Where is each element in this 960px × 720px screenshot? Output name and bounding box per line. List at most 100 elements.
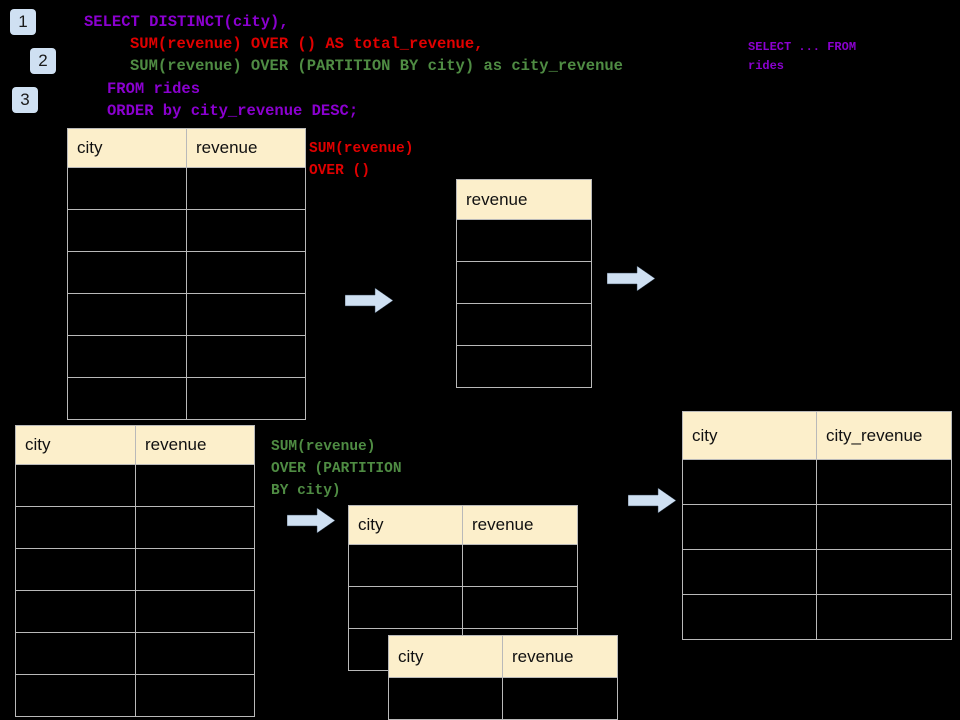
column-header-revenue: revenue <box>186 128 306 168</box>
table-cell[interactable] <box>186 209 306 252</box>
table-row[interactable] <box>15 632 255 675</box>
table-cell[interactable] <box>67 377 187 420</box>
arrow-source-to-partition <box>287 507 336 534</box>
table-cell[interactable] <box>135 590 255 633</box>
table-row[interactable] <box>456 345 592 388</box>
table-row[interactable] <box>456 261 592 304</box>
sql-line-total: SUM(revenue) OVER () AS total_revenue, <box>130 35 484 53</box>
table-cell[interactable] <box>682 594 817 640</box>
column-header-revenue: revenue <box>462 505 578 545</box>
column-header-revenue: revenue <box>456 179 592 220</box>
table-cell[interactable] <box>186 377 306 420</box>
table-row[interactable] <box>67 335 306 378</box>
table-cell[interactable] <box>816 459 952 505</box>
table-cell[interactable] <box>67 251 187 294</box>
table-cell[interactable] <box>456 219 592 262</box>
table-row[interactable] <box>67 251 306 294</box>
table-row[interactable] <box>682 594 952 640</box>
table-cell[interactable] <box>502 677 618 720</box>
arrow-revenue-to-result <box>607 265 656 292</box>
arrow-source-to-revenue <box>345 287 394 314</box>
table-row[interactable] <box>15 674 255 717</box>
column-header-city_revenue: city_revenue <box>816 411 952 460</box>
table-row[interactable] <box>67 167 306 210</box>
table-cell[interactable] <box>15 506 136 549</box>
table-cell[interactable] <box>682 504 817 550</box>
table-row[interactable] <box>15 548 255 591</box>
table-cell[interactable] <box>682 459 817 505</box>
table-cell[interactable] <box>186 335 306 378</box>
table-cell[interactable] <box>456 345 592 388</box>
table-cell[interactable] <box>186 251 306 294</box>
table-cell[interactable] <box>462 544 578 587</box>
step-badge-3[interactable]: 3 <box>12 87 38 113</box>
table-cell[interactable] <box>135 506 255 549</box>
table-cell[interactable] <box>816 549 952 595</box>
table-row[interactable] <box>456 219 592 262</box>
step-badge-2[interactable]: 2 <box>30 48 56 74</box>
table-row[interactable] <box>456 303 592 346</box>
table-cell[interactable] <box>348 586 463 629</box>
step-badge-1[interactable]: 1 <box>10 9 36 35</box>
table-cell[interactable] <box>15 590 136 633</box>
table-row[interactable] <box>682 459 952 505</box>
table-cell[interactable] <box>67 209 187 252</box>
table-row[interactable] <box>15 464 255 507</box>
column-header-city: city <box>67 128 187 168</box>
table-row[interactable] <box>67 293 306 336</box>
table-cell[interactable] <box>682 549 817 595</box>
table-row[interactable] <box>67 209 306 252</box>
table-cell[interactable] <box>348 544 463 587</box>
annotation-total-window: SUM(revenue) OVER () <box>309 141 414 179</box>
table-row[interactable] <box>682 504 952 550</box>
table-cell[interactable] <box>462 586 578 629</box>
table-cell[interactable] <box>186 167 306 210</box>
column-header-city: city <box>348 505 463 545</box>
table-row[interactable] <box>682 549 952 595</box>
annotation-partition-window: SUM(revenue) OVER (PARTITION BY city) <box>271 439 402 499</box>
arrow-partition-to-result <box>628 487 677 514</box>
table-revenue-projection[interactable]: revenue <box>456 179 592 388</box>
table-cell[interactable] <box>135 548 255 591</box>
table-row[interactable] <box>15 590 255 633</box>
table-row[interactable] <box>15 506 255 549</box>
table-cell[interactable] <box>135 464 255 507</box>
table-cell[interactable] <box>186 293 306 336</box>
table-cell[interactable] <box>15 674 136 717</box>
table-cell[interactable] <box>456 303 592 346</box>
sql-line-from: FROM rides <box>107 80 201 98</box>
table-row[interactable] <box>348 586 578 629</box>
table-cell[interactable] <box>67 167 187 210</box>
table-row[interactable] <box>348 544 578 587</box>
column-header-city: city <box>388 635 503 678</box>
table-header-row: revenue <box>456 179 592 220</box>
column-header-revenue: revenue <box>502 635 618 678</box>
table-cell[interactable] <box>456 261 592 304</box>
table-cell[interactable] <box>15 632 136 675</box>
sql-line-partition: SUM(revenue) OVER (PARTITION BY city) as… <box>130 57 623 75</box>
sql-line-select: SELECT DISTINCT(city), <box>84 13 289 31</box>
table-row[interactable] <box>67 377 306 420</box>
table-cell[interactable] <box>135 632 255 675</box>
table-cell[interactable] <box>816 504 952 550</box>
table-cell[interactable] <box>67 293 187 336</box>
table-cell[interactable] <box>135 674 255 717</box>
column-header-city: city <box>15 425 136 465</box>
column-header-city: city <box>682 411 817 460</box>
table-cell[interactable] <box>15 548 136 591</box>
table-cell[interactable] <box>388 677 503 720</box>
table-row[interactable] <box>388 677 618 720</box>
table-cell[interactable] <box>816 594 952 640</box>
table-cell[interactable] <box>15 464 136 507</box>
table-cell[interactable] <box>67 335 187 378</box>
